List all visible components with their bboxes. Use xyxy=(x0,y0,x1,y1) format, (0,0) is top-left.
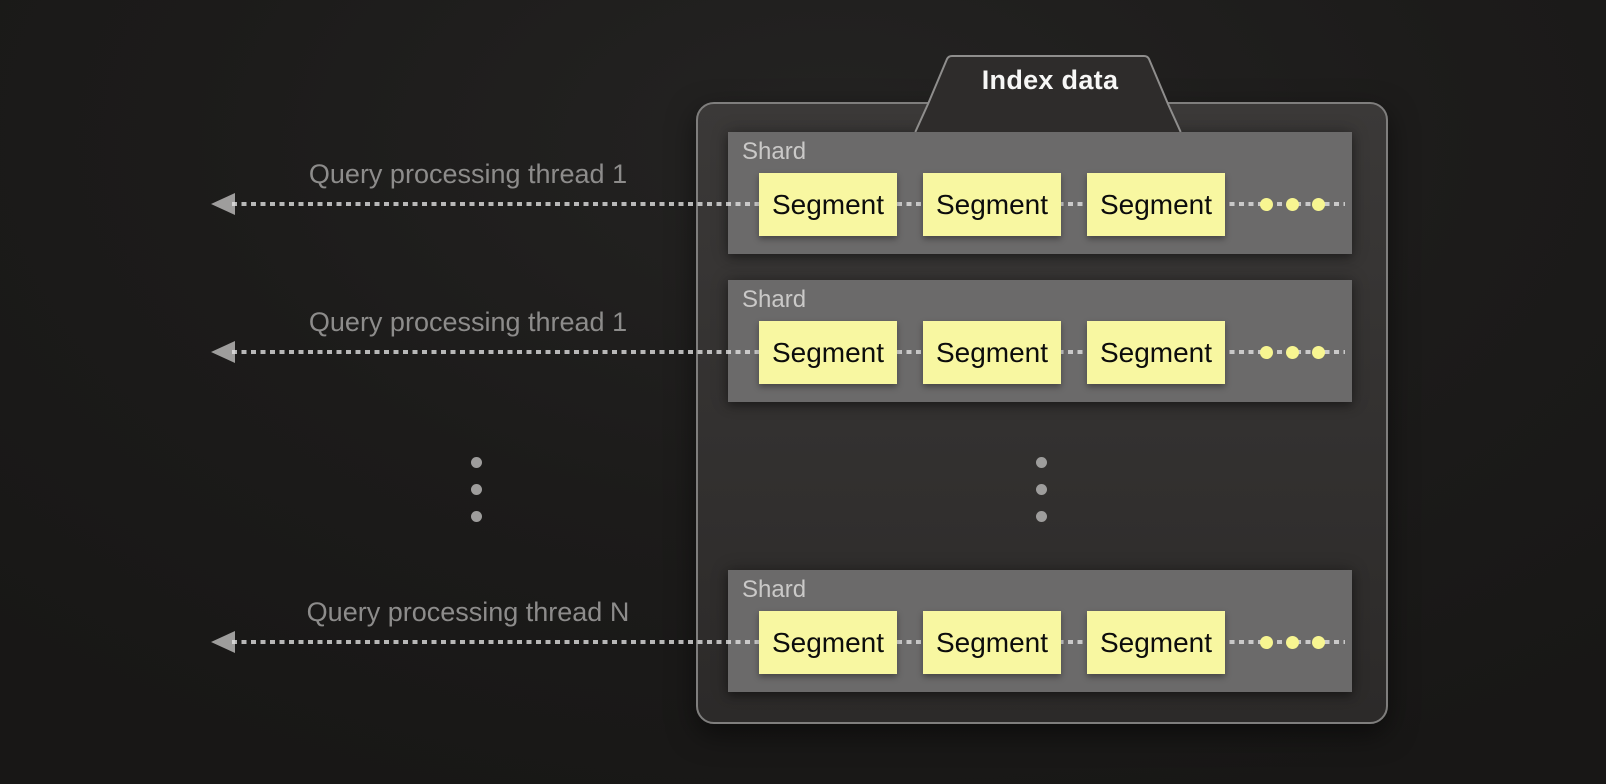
segment-box: Segment xyxy=(759,321,897,384)
segment-ellipsis-dot xyxy=(1286,198,1299,211)
index-data-tab-label: Index data xyxy=(981,65,1119,95)
segment-box: Segment xyxy=(923,611,1061,674)
segment-ellipsis-dot xyxy=(1286,346,1299,359)
segment-ellipsis-dot xyxy=(1312,198,1325,211)
vertical-ellipsis xyxy=(1036,457,1047,522)
shard-box: Shard Segment Segment Segment xyxy=(728,280,1352,402)
vertical-ellipsis xyxy=(471,457,482,522)
segment-ellipsis-dot xyxy=(1260,198,1273,211)
ellipsis-dot xyxy=(471,484,482,495)
segment-box: Segment xyxy=(1087,321,1225,384)
query-thread-label: Query processing thread 1 xyxy=(308,307,628,337)
ellipsis-dot xyxy=(1036,457,1047,468)
arrow-left-icon xyxy=(211,193,235,215)
shard-label: Shard xyxy=(742,138,807,165)
segment-ellipsis xyxy=(1260,636,1325,649)
shard-box: Shard Segment Segment Segment xyxy=(728,570,1352,692)
shard-box: Shard Segment Segment Segment xyxy=(728,132,1352,254)
arrow-left-icon xyxy=(211,631,235,653)
segment-box: Segment xyxy=(1087,611,1225,674)
segment-box: Segment xyxy=(923,321,1061,384)
segment-ellipsis-dot xyxy=(1286,636,1299,649)
segment-ellipsis-dot xyxy=(1312,636,1325,649)
segment-ellipsis xyxy=(1260,346,1325,359)
query-thread-label: Query processing thread 1 xyxy=(308,159,628,189)
segment-ellipsis-dot xyxy=(1260,636,1273,649)
segment-box: Segment xyxy=(759,611,897,674)
segment-ellipsis-dot xyxy=(1260,346,1273,359)
ellipsis-dot xyxy=(1036,484,1047,495)
tab-shape xyxy=(914,55,1182,132)
segment-box: Segment xyxy=(923,173,1061,236)
ellipsis-dot xyxy=(471,457,482,468)
segment-ellipsis xyxy=(1260,198,1325,211)
segment-box: Segment xyxy=(759,173,897,236)
ellipsis-dot xyxy=(471,511,482,522)
segment-box: Segment xyxy=(1087,173,1225,236)
query-thread-label: Query processing thread N xyxy=(306,597,630,627)
index-data-tab xyxy=(914,55,1182,132)
shard-label: Shard xyxy=(742,286,807,313)
arrow-left-icon xyxy=(211,341,235,363)
shard-label: Shard xyxy=(742,576,807,603)
ellipsis-dot xyxy=(1036,511,1047,522)
segment-ellipsis-dot xyxy=(1312,346,1325,359)
